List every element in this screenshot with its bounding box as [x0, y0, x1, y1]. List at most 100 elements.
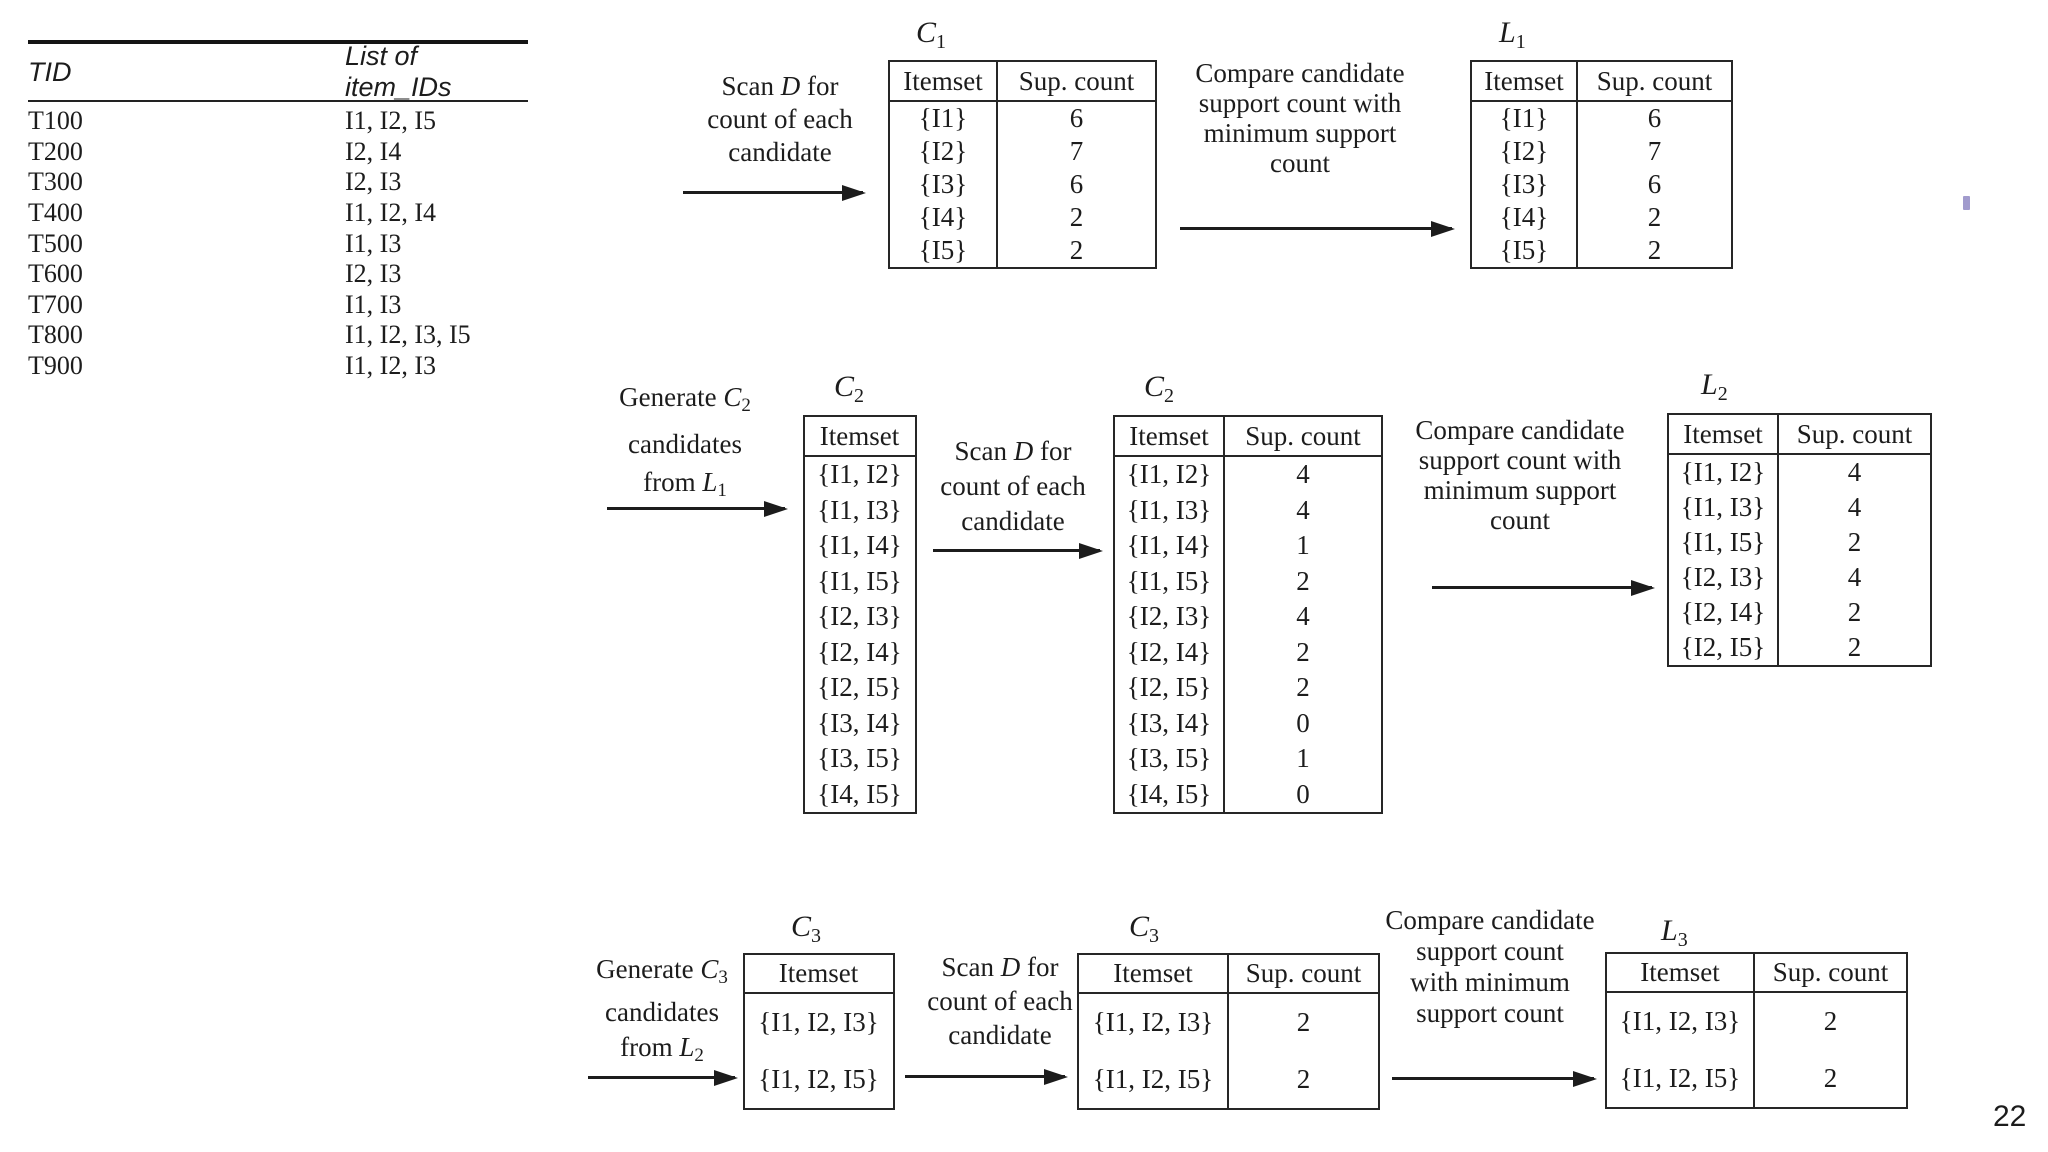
table-row: {I1, I2}4: [1669, 455, 1930, 490]
table-cell: {I4}: [890, 201, 998, 234]
table-cell: {I2, I4}: [1115, 634, 1225, 670]
table-cell: 2: [1296, 636, 1310, 667]
table-row: {I5} 2: [890, 234, 1155, 267]
table-cell: 2: [1823, 1063, 1838, 1093]
table-title-l2: L2: [1701, 368, 1728, 406]
table-row: T900 I1, I2, I3: [28, 351, 528, 382]
column-header-itemset: Itemset: [1079, 955, 1229, 992]
table-row: {I3, I4}0: [1115, 705, 1381, 741]
table-cell: {I4, I5}: [1115, 776, 1225, 812]
table-cell: T900: [28, 351, 83, 381]
table-row: {I2}7: [1472, 135, 1731, 168]
column-header-sup-count: Sup. count: [1245, 958, 1362, 988]
table-cell: {I2, I5}: [1669, 630, 1779, 665]
table-l1: Itemset Sup. count {I1}6{I2}7{I3}6{I4}2{…: [1470, 60, 1733, 269]
table-cell: {I1, I4}: [817, 530, 902, 561]
label-line: with minimum: [1410, 967, 1570, 997]
table-cell: 2: [1647, 202, 1662, 232]
table-cell: {I3, I4}: [817, 707, 902, 738]
table-c3-candidates: Itemset {I1, I2, I3} {I1, I2, I5}: [743, 953, 895, 1110]
table-c3-candidates-body: {I1, I2, I3} {I1, I2, I5}: [745, 994, 893, 1108]
table-cell: 2: [1069, 235, 1084, 265]
table-cell: {I1, I2, I5}: [1079, 1051, 1229, 1108]
table-c1: Itemset Sup. count {I1}6{I2}7{I3}6{I4}2{…: [888, 60, 1157, 269]
table-row: {I1, I2, I5}: [745, 1051, 893, 1108]
table-cell: I2, I3: [345, 167, 402, 197]
table-cell: 7: [1069, 136, 1084, 166]
table-title-l3: L3: [1661, 914, 1688, 952]
table-cell: {I1, I5}: [817, 565, 902, 596]
table-row: {I2, I5}2: [1115, 670, 1381, 706]
label-compare-1: Compare candidate support count with min…: [1155, 58, 1445, 178]
table-row: {I1, I2, I5}2: [1079, 1051, 1378, 1108]
table-cell: {I5}: [890, 234, 998, 267]
table-c1-body: {I1}6{I2}7{I3}6{I4}2{I5}2: [890, 102, 1155, 267]
table-row: {I1, I5}: [805, 564, 915, 600]
label-line: count of each: [707, 104, 853, 134]
table-cell: {I3, I5}: [1115, 741, 1225, 777]
column-header-itemset: Itemset: [890, 62, 998, 100]
label-line: count of each: [927, 986, 1073, 1016]
table-cell: I1, I2, I3, I5: [345, 320, 471, 350]
table-cell: 6: [1647, 169, 1662, 199]
table-cell: I1, I2, I3: [345, 351, 436, 381]
column-header-itemset: Itemset: [1115, 417, 1225, 455]
table-cell: 6: [1069, 103, 1084, 133]
table-cell: 2: [1847, 597, 1862, 627]
table-cell: {I3}: [1472, 168, 1578, 201]
column-header-tid: TID: [28, 56, 72, 87]
table-title-c1: C1: [916, 16, 947, 54]
table-cell: I1, I3: [345, 228, 402, 258]
table-cell: 0: [1296, 707, 1310, 738]
label-generate-c3: Generate C3 candidates from L2: [552, 952, 772, 1073]
table-row: {I1, I2, I3}2: [1607, 993, 1906, 1050]
table-cell: 6: [1647, 103, 1662, 133]
table-cell: T700: [28, 289, 83, 319]
table-cell: {I4}: [1472, 201, 1578, 234]
table-cell: {I1, I2}: [817, 459, 902, 490]
table-row: {I3}6: [890, 168, 1155, 201]
table-cell: 4: [1296, 494, 1310, 525]
column-header-itemset: Itemset: [778, 958, 859, 988]
transaction-table-header: TID List of item_IDs: [28, 41, 528, 102]
table-row: {I1, I4}1: [1115, 528, 1381, 564]
column-header-item-ids: List of item_IDs: [345, 41, 452, 102]
table-cell: 2: [1847, 527, 1862, 557]
table-row: {I2, I4} 2: [1115, 634, 1381, 670]
table-row: T800 I1, I2, I3, I5: [28, 320, 528, 351]
table-cell: T500: [28, 228, 83, 258]
table-row: {I1, I2, I3}: [745, 994, 893, 1051]
table-row: {I3} 6: [1472, 168, 1731, 201]
label-generate-c2: Generate C2 candidates from L1: [575, 378, 795, 510]
label-line: Compare candidate: [1415, 415, 1625, 445]
table-cell: {I1}: [1472, 102, 1578, 135]
table-cell: 2: [1823, 1006, 1838, 1036]
label-line: count: [1490, 505, 1550, 535]
table-row: T200 I2, I4: [28, 137, 528, 168]
table-row: {I3, I4}: [805, 706, 915, 742]
table-c2-candidates: Itemset {I1, I2}{I1, I3}{I1, I4}{I1, I5}…: [803, 415, 917, 814]
table-cell: T800: [28, 320, 83, 350]
arrow-scan-2: [933, 549, 1100, 552]
table-cell: {I1, I3}: [1115, 492, 1225, 528]
arrow-scan-3: [905, 1075, 1065, 1078]
table-c3-candidates-header: Itemset: [745, 955, 893, 994]
table-row: {I1} 6: [1472, 102, 1731, 135]
table-row: {I2}7: [890, 135, 1155, 168]
column-header-itemset: Itemset: [819, 420, 900, 451]
column-header-sup-count: Sup. count: [1596, 65, 1713, 96]
table-cell: {I2, I5}: [1115, 670, 1225, 706]
table-cell: I2, I4: [345, 136, 402, 166]
label-line: minimum support: [1203, 118, 1397, 148]
table-cell: {I1, I2, I5}: [758, 1064, 879, 1094]
table-cell: {I3, I5}: [817, 743, 902, 774]
table-row: {I2, I4}: [805, 635, 915, 671]
label-compare-2: Compare candidate support count with min…: [1378, 415, 1662, 535]
label-line: candidates: [605, 997, 719, 1027]
table-cell: T200: [28, 136, 83, 166]
table-cell: 4: [1847, 562, 1862, 592]
table-cell: {I2, I4}: [817, 636, 902, 667]
